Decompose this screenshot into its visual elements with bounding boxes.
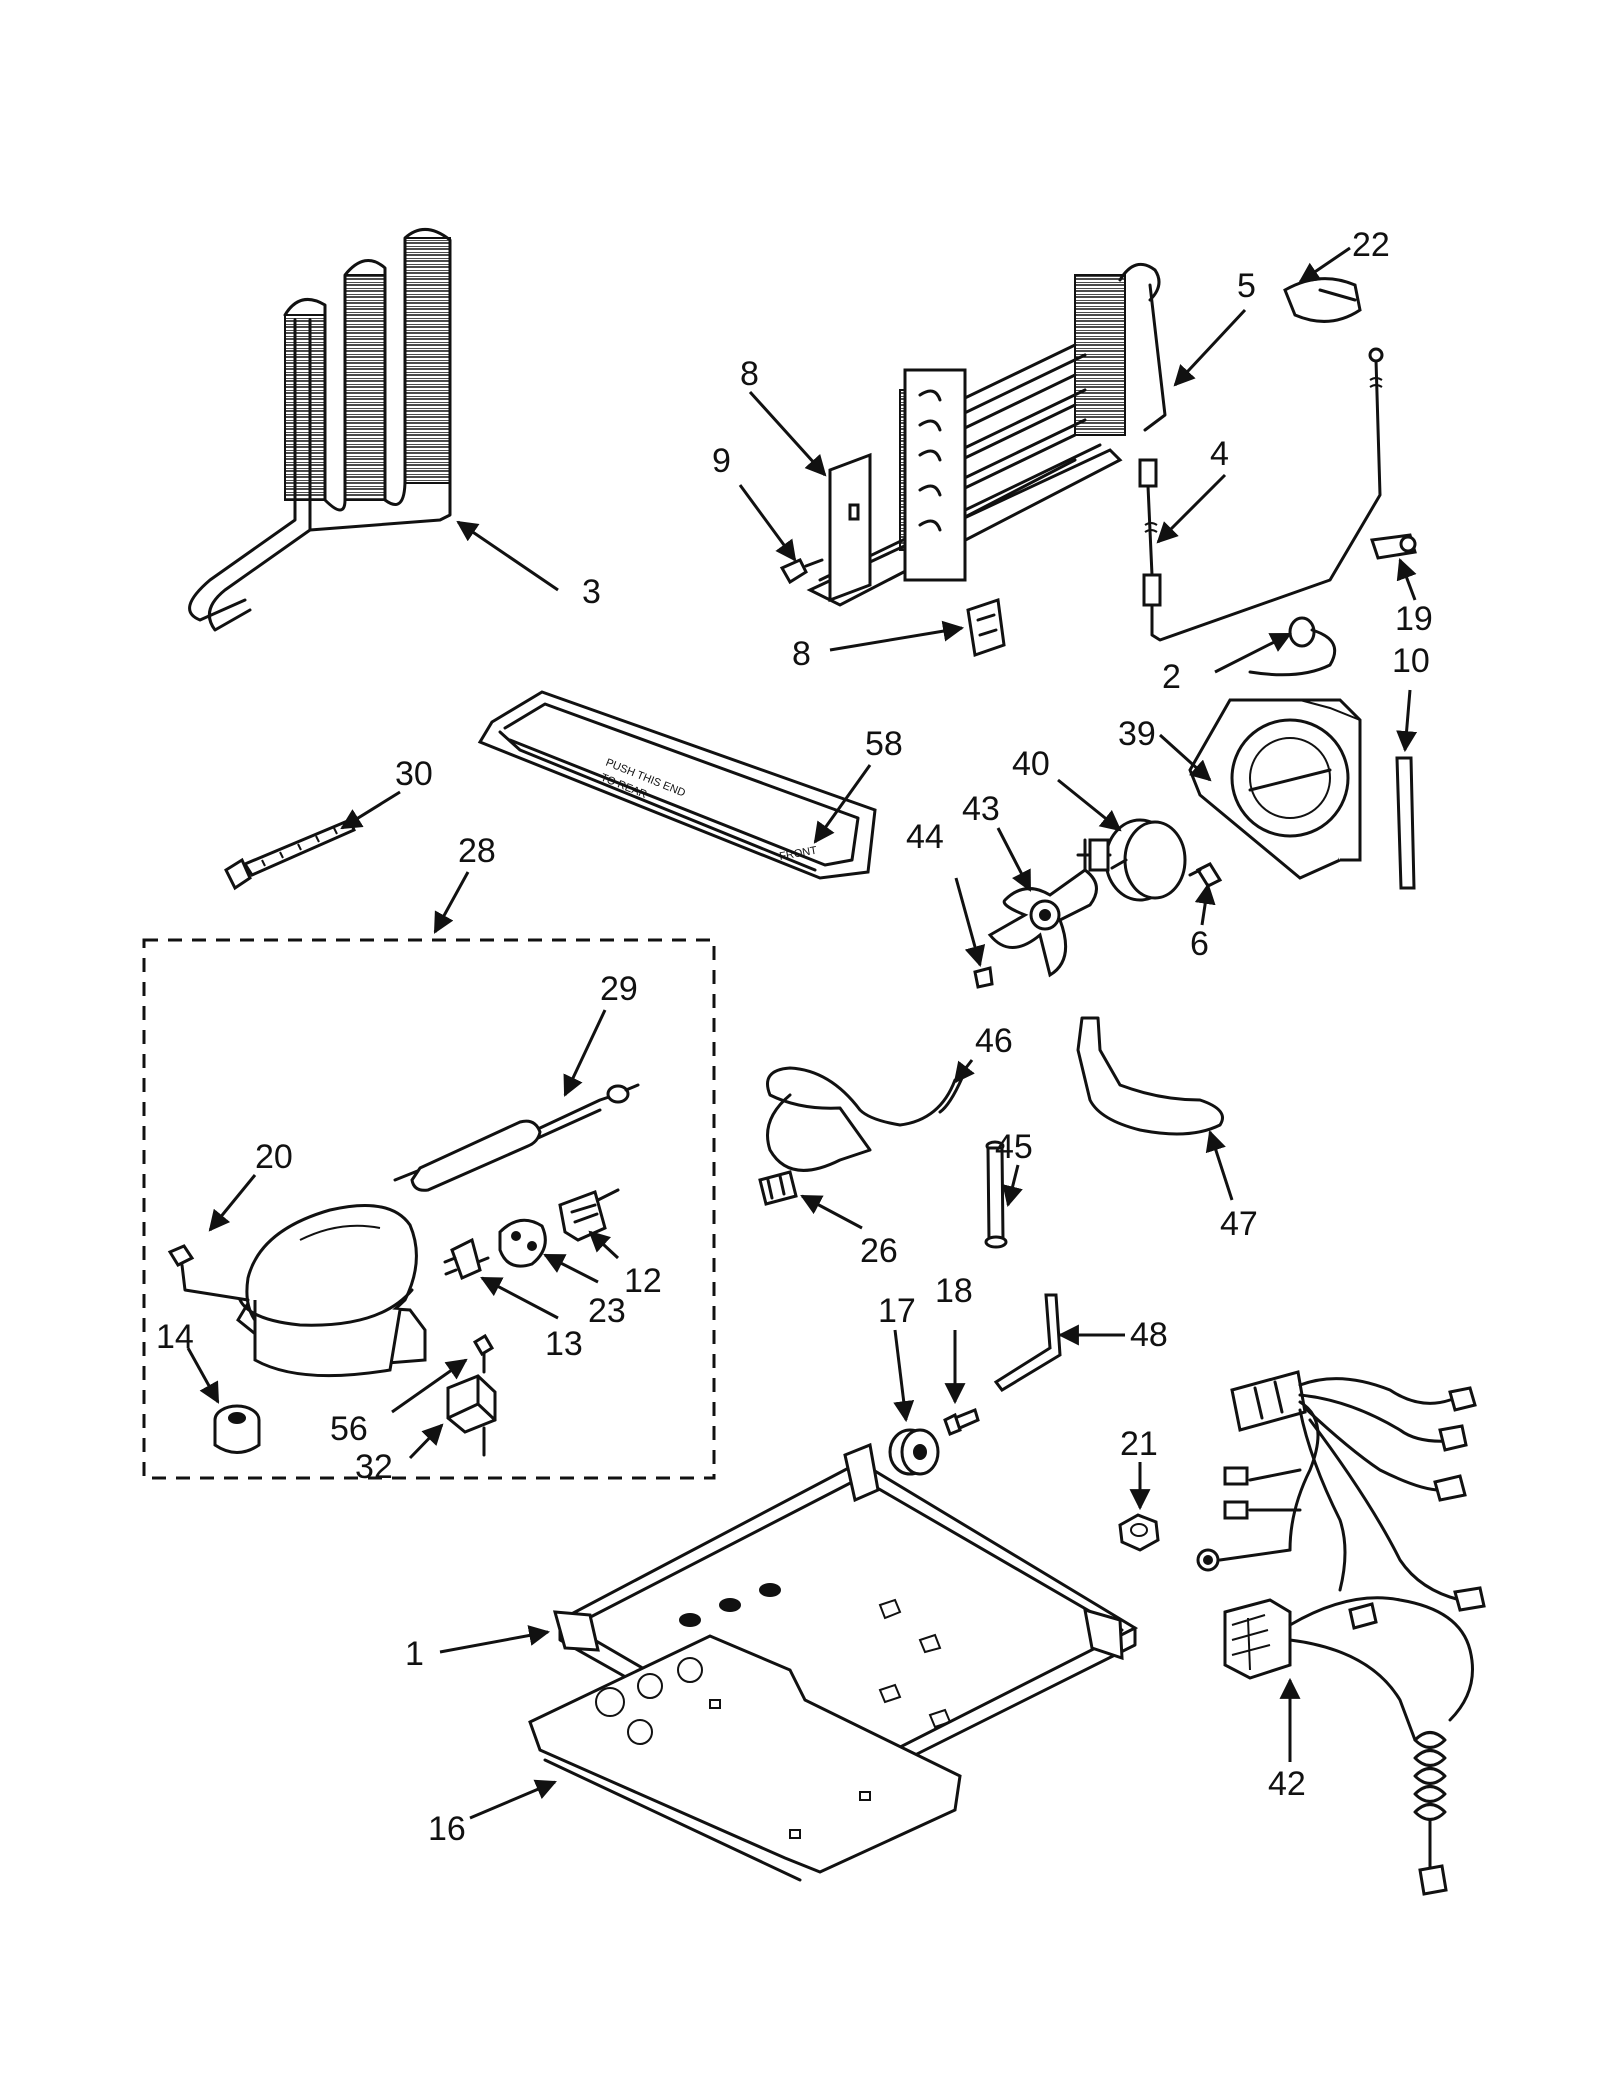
capacitor-group bbox=[446, 1333, 497, 1457]
pin-part bbox=[984, 1140, 1008, 1249]
cap-part bbox=[1283, 277, 1362, 323]
callout-3: 3 bbox=[582, 573, 601, 611]
clip-part bbox=[1370, 533, 1417, 560]
callout-20: 20 bbox=[255, 1138, 293, 1176]
drain-pan: PUSH THIS END TO REAR FRONT bbox=[477, 690, 877, 880]
callout-labels: 3 8 9 8 5 22 4 19 2 10 39 40 43 44 6 58 … bbox=[156, 226, 1433, 1848]
callout-16: 16 bbox=[428, 1810, 466, 1848]
callout-7: 8 bbox=[740, 355, 759, 393]
small-clip bbox=[758, 1170, 798, 1206]
callout-42: 42 bbox=[1268, 1765, 1306, 1803]
compressor-kit-outline bbox=[142, 938, 716, 1480]
callout-23: 23 bbox=[588, 1292, 626, 1330]
callout-56: 56 bbox=[330, 1410, 368, 1448]
callout-1: 1 bbox=[405, 1635, 424, 1673]
hex-nut bbox=[1118, 1513, 1160, 1552]
condenser-coil bbox=[188, 228, 452, 632]
callout-47: 47 bbox=[1220, 1205, 1258, 1243]
callout-13: 13 bbox=[545, 1325, 583, 1363]
filter-drier bbox=[393, 1083, 640, 1192]
callout-29: 29 bbox=[600, 970, 638, 1008]
callout-10: 10 bbox=[1392, 642, 1430, 680]
callout-6: 6 bbox=[1190, 925, 1209, 963]
callout-12: 12 bbox=[624, 1262, 662, 1300]
fan-shroud bbox=[1188, 698, 1362, 880]
gasket-strip bbox=[1395, 756, 1416, 890]
wire-harness bbox=[1196, 1370, 1486, 1896]
cable-tie bbox=[224, 818, 356, 891]
callout-30: 30 bbox=[395, 755, 433, 793]
callout-17: 17 bbox=[878, 1292, 916, 1330]
callout-5: 5 bbox=[1237, 267, 1256, 305]
callout-45: 45 bbox=[995, 1128, 1033, 1166]
callout-9: 9 bbox=[712, 442, 731, 480]
callout-46: 46 bbox=[975, 1022, 1013, 1060]
insulation-sheet bbox=[528, 1634, 962, 1882]
callout-40: 40 bbox=[1012, 745, 1050, 783]
callout-39: 39 bbox=[1118, 715, 1156, 753]
defrost-sensor-harness bbox=[1138, 347, 1384, 642]
callout-48: 48 bbox=[1130, 1316, 1168, 1354]
leader-lines bbox=[186, 246, 1418, 1820]
callout-19: 19 bbox=[1395, 600, 1433, 638]
fan-motor-blade bbox=[973, 818, 1223, 989]
callout-44: 44 bbox=[906, 818, 944, 856]
callout-43: 43 bbox=[962, 790, 1000, 828]
callout-8: 8 bbox=[792, 635, 811, 673]
callout-21: 21 bbox=[1120, 1425, 1158, 1463]
callout-4: 4 bbox=[1210, 435, 1229, 473]
callout-32: 32 bbox=[355, 1448, 393, 1486]
callout-2: 2 bbox=[1162, 658, 1181, 696]
evaporator-assembly bbox=[779, 262, 1167, 658]
callout-26: 26 bbox=[860, 1232, 898, 1270]
callout-22: 22 bbox=[1352, 226, 1390, 264]
fan-motor-grommet bbox=[1248, 616, 1336, 677]
compressor bbox=[167, 1203, 427, 1454]
roller-wheel bbox=[888, 1407, 980, 1476]
start-relay-group bbox=[443, 1188, 620, 1281]
callout-28: 28 bbox=[458, 832, 496, 870]
callout-14: 14 bbox=[156, 1318, 194, 1356]
callout-58: 58 bbox=[865, 725, 903, 763]
l-tube bbox=[993, 1293, 1062, 1392]
callout-18: 18 bbox=[935, 1272, 973, 1310]
